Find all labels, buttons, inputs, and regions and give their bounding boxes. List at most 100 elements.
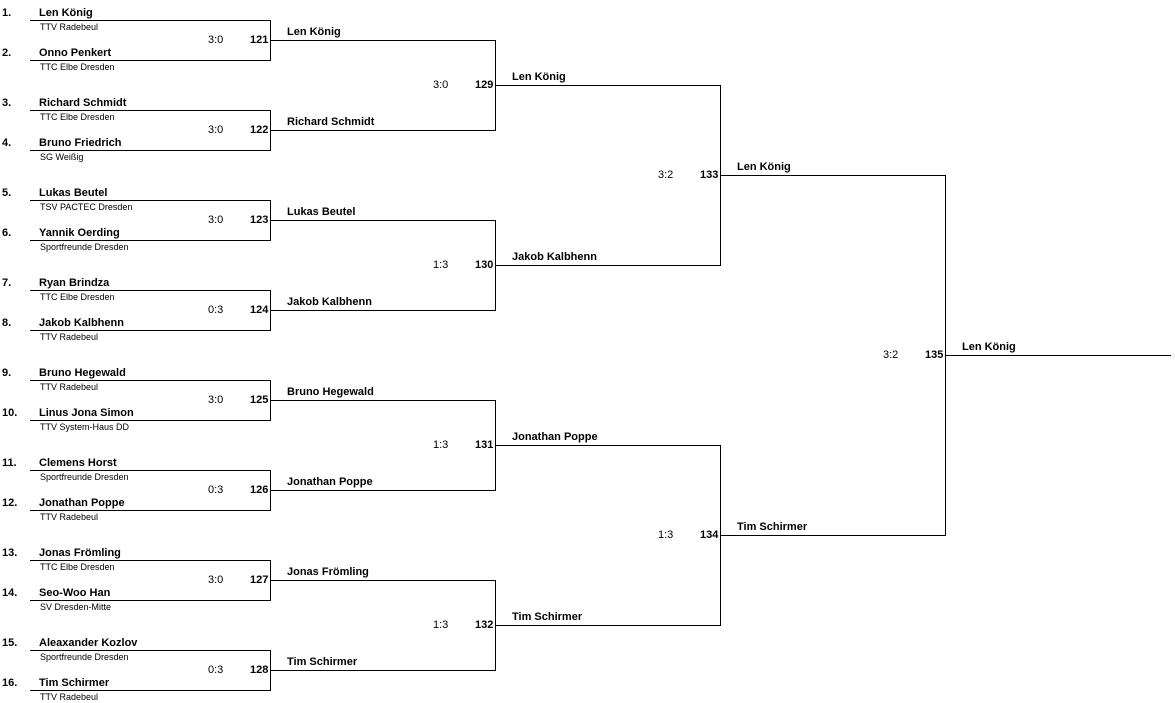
match-number[interactable]: 134	[700, 529, 719, 541]
player-name[interactable]: Onno Penkert	[39, 47, 112, 59]
match-number[interactable]: 132	[475, 619, 494, 631]
player-seed: 6.	[2, 227, 12, 239]
winner-name[interactable]: Len König	[962, 341, 1016, 353]
player-line	[30, 150, 270, 151]
winner-line	[495, 445, 720, 446]
winner-line	[270, 670, 495, 671]
winner-name[interactable]: Len König	[512, 71, 566, 83]
player-seed: 3.	[2, 97, 12, 109]
match-score: 3:0	[208, 574, 224, 586]
match-number[interactable]: 127	[250, 574, 269, 586]
player-name[interactable]: Linus Jona Simon	[39, 407, 134, 419]
player-line	[30, 650, 270, 651]
match-number[interactable]: 131	[475, 439, 494, 451]
winner-line	[270, 580, 495, 581]
match-score: 3:0	[433, 79, 449, 91]
match-number[interactable]: 129	[475, 79, 494, 91]
player-seed: 14.	[2, 587, 18, 599]
player-name[interactable]: Lukas Beutel	[39, 187, 108, 199]
match-score: 1:3	[433, 259, 449, 271]
player-name[interactable]: Bruno Friedrich	[39, 137, 122, 149]
winner-line	[720, 175, 945, 176]
player-line	[30, 330, 270, 331]
match-score: 3:0	[208, 34, 224, 46]
match-number[interactable]: 135	[925, 349, 944, 361]
match-number[interactable]: 133	[700, 169, 719, 181]
winner-line	[270, 400, 495, 401]
player-seed: 1.	[2, 7, 12, 19]
player-seed: 16.	[2, 677, 18, 689]
match-score: 0:3	[208, 304, 224, 316]
player-club: TTV Radebeul	[40, 382, 99, 392]
winner-name[interactable]: Tim Schirmer	[737, 521, 808, 533]
match-score: 1:3	[658, 529, 674, 541]
match-score: 3:0	[208, 124, 224, 136]
player-name[interactable]: Aleaxander Kozlov	[39, 637, 138, 649]
player-name[interactable]: Len König	[39, 7, 93, 19]
player-seed: 2.	[2, 47, 12, 59]
winner-name[interactable]: Len König	[737, 161, 791, 173]
player-club: Sportfreunde Dresden	[40, 472, 129, 482]
winner-line	[270, 220, 495, 221]
winner-line	[495, 265, 720, 266]
player-club: TTV Radebeul	[40, 512, 99, 522]
match-number[interactable]: 121	[250, 34, 269, 46]
player-name[interactable]: Jonathan Poppe	[39, 497, 125, 509]
player-club: TSV PACTEC Dresden	[40, 202, 133, 212]
match-number[interactable]: 126	[250, 484, 269, 496]
player-name[interactable]: Clemens Horst	[39, 457, 117, 469]
match-score: 0:3	[208, 484, 224, 496]
player-seed: 10.	[2, 407, 18, 419]
winner-name[interactable]: Tim Schirmer	[287, 656, 358, 668]
player-line	[30, 470, 270, 471]
match-number[interactable]: 124	[250, 304, 269, 316]
match-number[interactable]: 122	[250, 124, 269, 136]
player-line	[30, 420, 270, 421]
match-score: 3:0	[208, 394, 224, 406]
match-number[interactable]: 128	[250, 664, 269, 676]
player-name[interactable]: Jonas Frömling	[39, 547, 121, 559]
winner-line	[270, 130, 495, 131]
player-club: TTV Radebeul	[40, 692, 99, 702]
player-line	[30, 380, 270, 381]
player-club: TTC Elbe Dresden	[40, 62, 115, 72]
player-name[interactable]: Jakob Kalbhenn	[39, 317, 124, 329]
player-line	[30, 60, 270, 61]
winner-name[interactable]: Bruno Hegewald	[287, 386, 374, 398]
player-seed: 9.	[2, 367, 12, 379]
winner-name[interactable]: Tim Schirmer	[512, 611, 583, 623]
player-seed: 8.	[2, 317, 12, 329]
player-line	[30, 560, 270, 561]
winner-name[interactable]: Jonas Frömling	[287, 566, 369, 578]
match-score: 3:0	[208, 214, 224, 226]
player-seed: 7.	[2, 277, 12, 289]
winner-line	[495, 85, 720, 86]
winner-line	[495, 625, 720, 626]
player-line	[30, 110, 270, 111]
winner-line	[270, 310, 495, 311]
winner-line	[945, 355, 1171, 356]
match-number[interactable]: 123	[250, 214, 269, 226]
player-club: TTC Elbe Dresden	[40, 562, 115, 572]
player-club: Sportfreunde Dresden	[40, 652, 129, 662]
player-name[interactable]: Ryan Brindza	[39, 277, 110, 289]
player-name[interactable]: Seo-Woo Han	[39, 587, 111, 599]
winner-name[interactable]: Jakob Kalbhenn	[512, 251, 597, 263]
winner-name[interactable]: Lukas Beutel	[287, 206, 356, 218]
match-number[interactable]: 130	[475, 259, 494, 271]
winner-name[interactable]: Jonathan Poppe	[512, 431, 598, 443]
player-name[interactable]: Bruno Hegewald	[39, 367, 126, 379]
winner-name[interactable]: Len König	[287, 26, 341, 38]
player-club: TTC Elbe Dresden	[40, 112, 115, 122]
winner-name[interactable]: Jakob Kalbhenn	[287, 296, 372, 308]
winner-name[interactable]: Jonathan Poppe	[287, 476, 373, 488]
winner-name[interactable]: Richard Schmidt	[287, 116, 375, 128]
player-line	[30, 510, 270, 511]
player-name[interactable]: Yannik Oerding	[39, 227, 120, 239]
player-name[interactable]: Richard Schmidt	[39, 97, 127, 109]
match-score: 0:3	[208, 664, 224, 676]
player-seed: 11.	[2, 457, 17, 469]
player-name[interactable]: Tim Schirmer	[39, 677, 110, 689]
match-number[interactable]: 125	[250, 394, 269, 406]
winner-line	[270, 40, 495, 41]
